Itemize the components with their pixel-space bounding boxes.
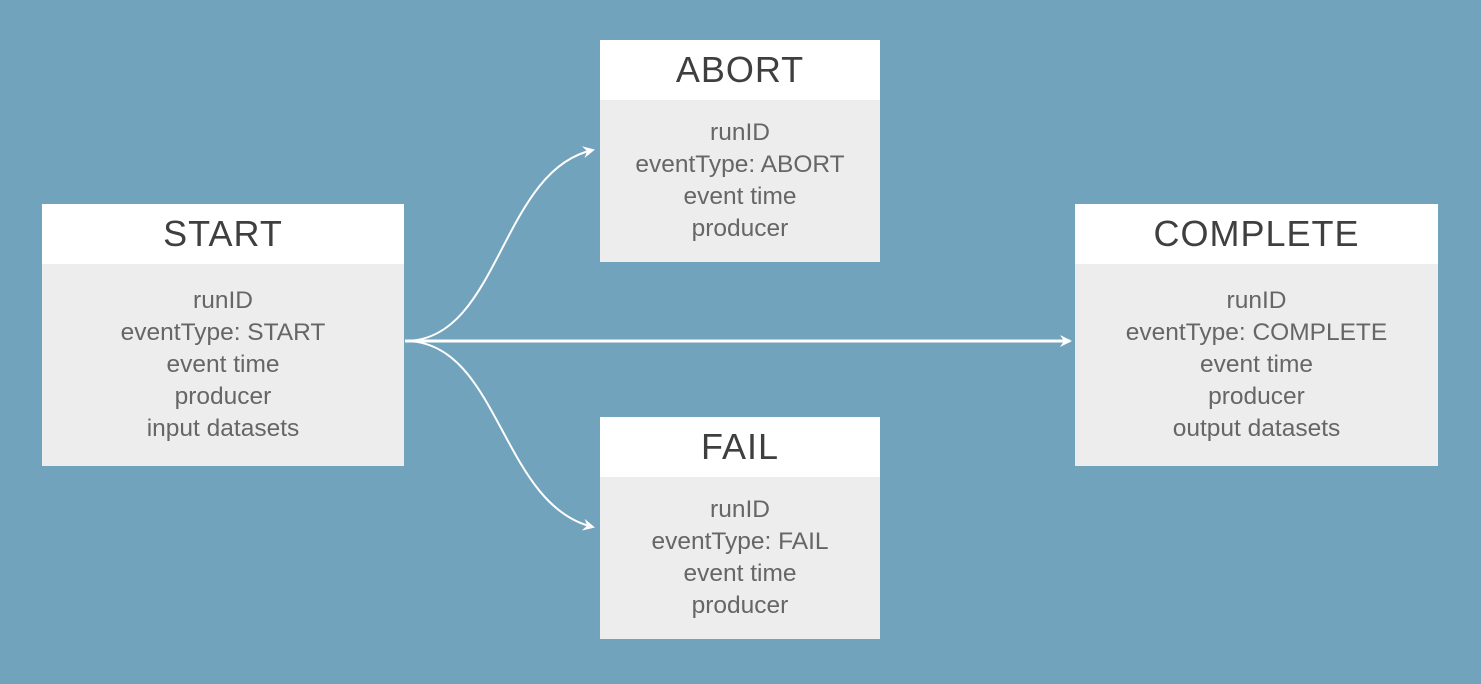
node-title: ABORT <box>600 40 880 100</box>
node-start: START runID eventType: START event time … <box>42 204 404 466</box>
field-event-time: event time <box>683 183 797 210</box>
node-abort: ABORT runID eventType: ABORT event time … <box>600 40 880 262</box>
field-run-id: runID <box>193 287 253 314</box>
field-producer: producer <box>1208 383 1305 410</box>
edge-start-to-fail <box>404 340 595 531</box>
node-complete: COMPLETE runID eventType: COMPLETE event… <box>1075 204 1438 466</box>
field-event-time: event time <box>1199 351 1314 378</box>
node-title: COMPLETE <box>1075 204 1438 264</box>
node-title: FAIL <box>600 417 880 477</box>
field-run-id: runID <box>1226 287 1287 314</box>
field-run-id: runID <box>710 496 770 523</box>
field-producer: producer <box>174 383 272 410</box>
field-event-type: eventType: START <box>120 319 326 346</box>
node-fields: runID eventType: START event time produc… <box>42 264 404 466</box>
field-event-type: eventType: FAIL <box>651 528 829 555</box>
field-producer: producer <box>691 215 789 242</box>
field-event-type: eventType: COMPLETE <box>1125 319 1388 346</box>
node-fields: runID eventType: ABORT event time produc… <box>600 100 880 262</box>
field-output-datasets: output datasets <box>1172 415 1341 442</box>
node-title: START <box>42 204 404 264</box>
node-fields: runID eventType: COMPLETE event time pro… <box>1075 264 1438 466</box>
field-input-datasets: input datasets <box>146 415 300 442</box>
node-fields: runID eventType: FAIL event time produce… <box>600 477 880 639</box>
field-event-time: event time <box>166 351 280 378</box>
field-event-type: eventType: ABORT <box>635 151 845 178</box>
field-event-time: event time <box>683 560 797 587</box>
node-fail: FAIL runID eventType: FAIL event time pr… <box>600 417 880 639</box>
field-run-id: runID <box>710 119 770 146</box>
field-producer: producer <box>691 592 789 619</box>
edge-start-to-abort <box>404 146 595 342</box>
